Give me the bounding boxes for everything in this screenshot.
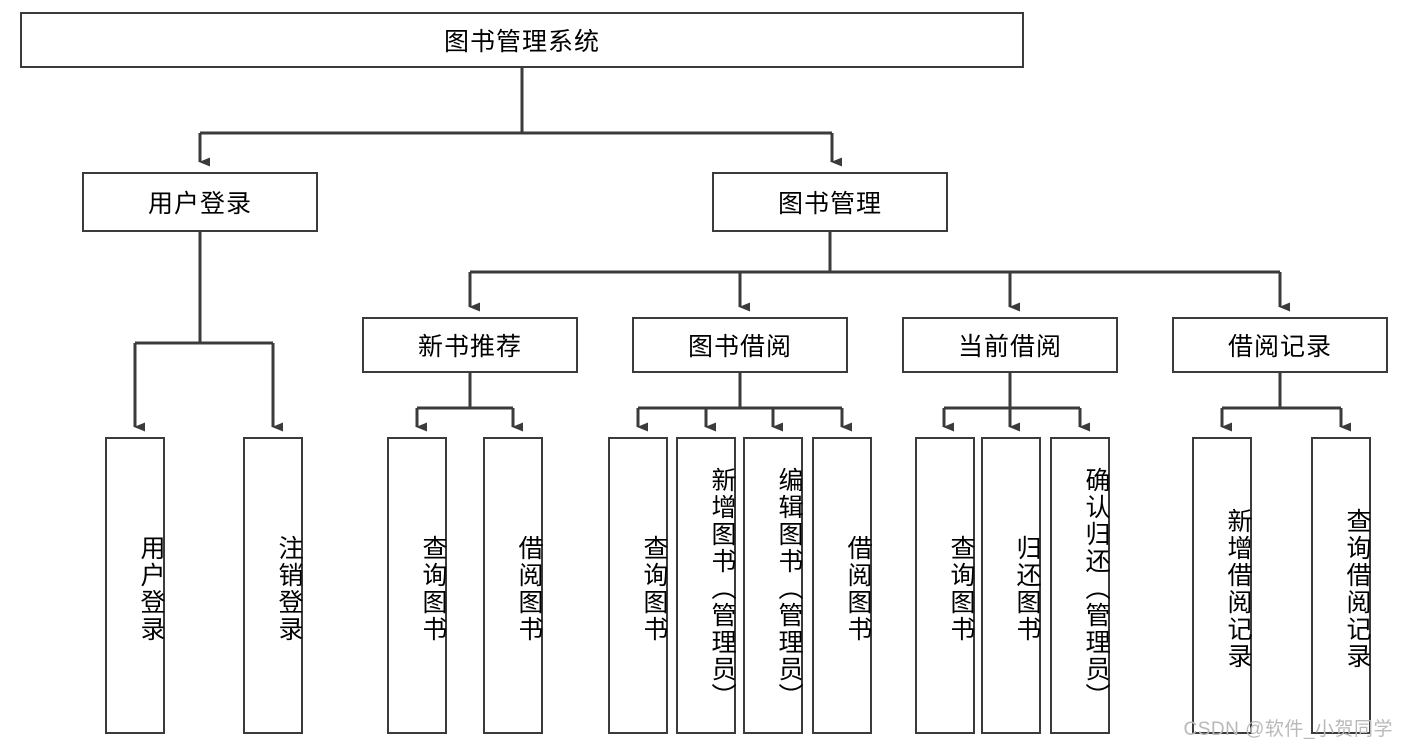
watermark: CSDN @软件_小贺同学 [1183,719,1393,740]
leaf-label: 借阅图书 [844,534,872,643]
node-root[interactable]: 图书管理系统 [20,12,1024,68]
leaf-book-borrow-borrow[interactable]: 借阅图书 [812,437,872,734]
leaf-label: 借阅图书 [515,534,543,643]
leaf-borrow-record-add[interactable]: 新增借阅记录 [1192,437,1252,734]
leaf-book-borrow-add[interactable]: 新增图书（管理员） [676,437,736,734]
node-book-management[interactable]: 图书管理 [712,172,948,232]
leaf-label: 查询借阅记录 [1343,507,1371,670]
leaf-user-login-logout[interactable]: 注销登录 [243,437,303,734]
leaf-book-borrow-edit[interactable]: 编辑图书（管理员） [743,437,803,734]
leaf-label: 确认归还（管理员） [1082,467,1110,710]
node-new-book-recommend[interactable]: 新书推荐 [362,317,578,373]
node-current-borrow[interactable]: 当前借阅 [902,317,1118,373]
leaf-label: 归还图书 [1013,534,1041,643]
leaf-label: 新增图书（管理员） [708,467,736,710]
node-user-login[interactable]: 用户登录 [82,172,318,232]
leaf-new-book-query[interactable]: 查询图书 [387,437,447,734]
leaf-label: 查询图书 [640,534,668,643]
node-book-borrow[interactable]: 图书借阅 [632,317,848,373]
node-borrow-record[interactable]: 借阅记录 [1172,317,1388,373]
leaf-borrow-record-query[interactable]: 查询借阅记录 [1311,437,1371,734]
leaf-label: 新增借阅记录 [1224,507,1252,670]
leaf-current-borrow-query[interactable]: 查询图书 [915,437,975,734]
leaf-current-borrow-confirm[interactable]: 确认归还（管理员） [1050,437,1110,734]
leaf-current-borrow-return[interactable]: 归还图书 [981,437,1041,734]
leaf-user-login-login[interactable]: 用户登录 [105,437,165,734]
leaf-new-book-borrow[interactable]: 借阅图书 [483,437,543,734]
leaf-label: 注销登录 [275,534,303,643]
leaf-label: 用户登录 [137,534,165,643]
leaf-book-borrow-query[interactable]: 查询图书 [608,437,668,734]
leaf-label: 查询图书 [419,534,447,643]
leaf-label: 编辑图书（管理员） [775,467,803,710]
leaf-label: 查询图书 [947,534,975,643]
